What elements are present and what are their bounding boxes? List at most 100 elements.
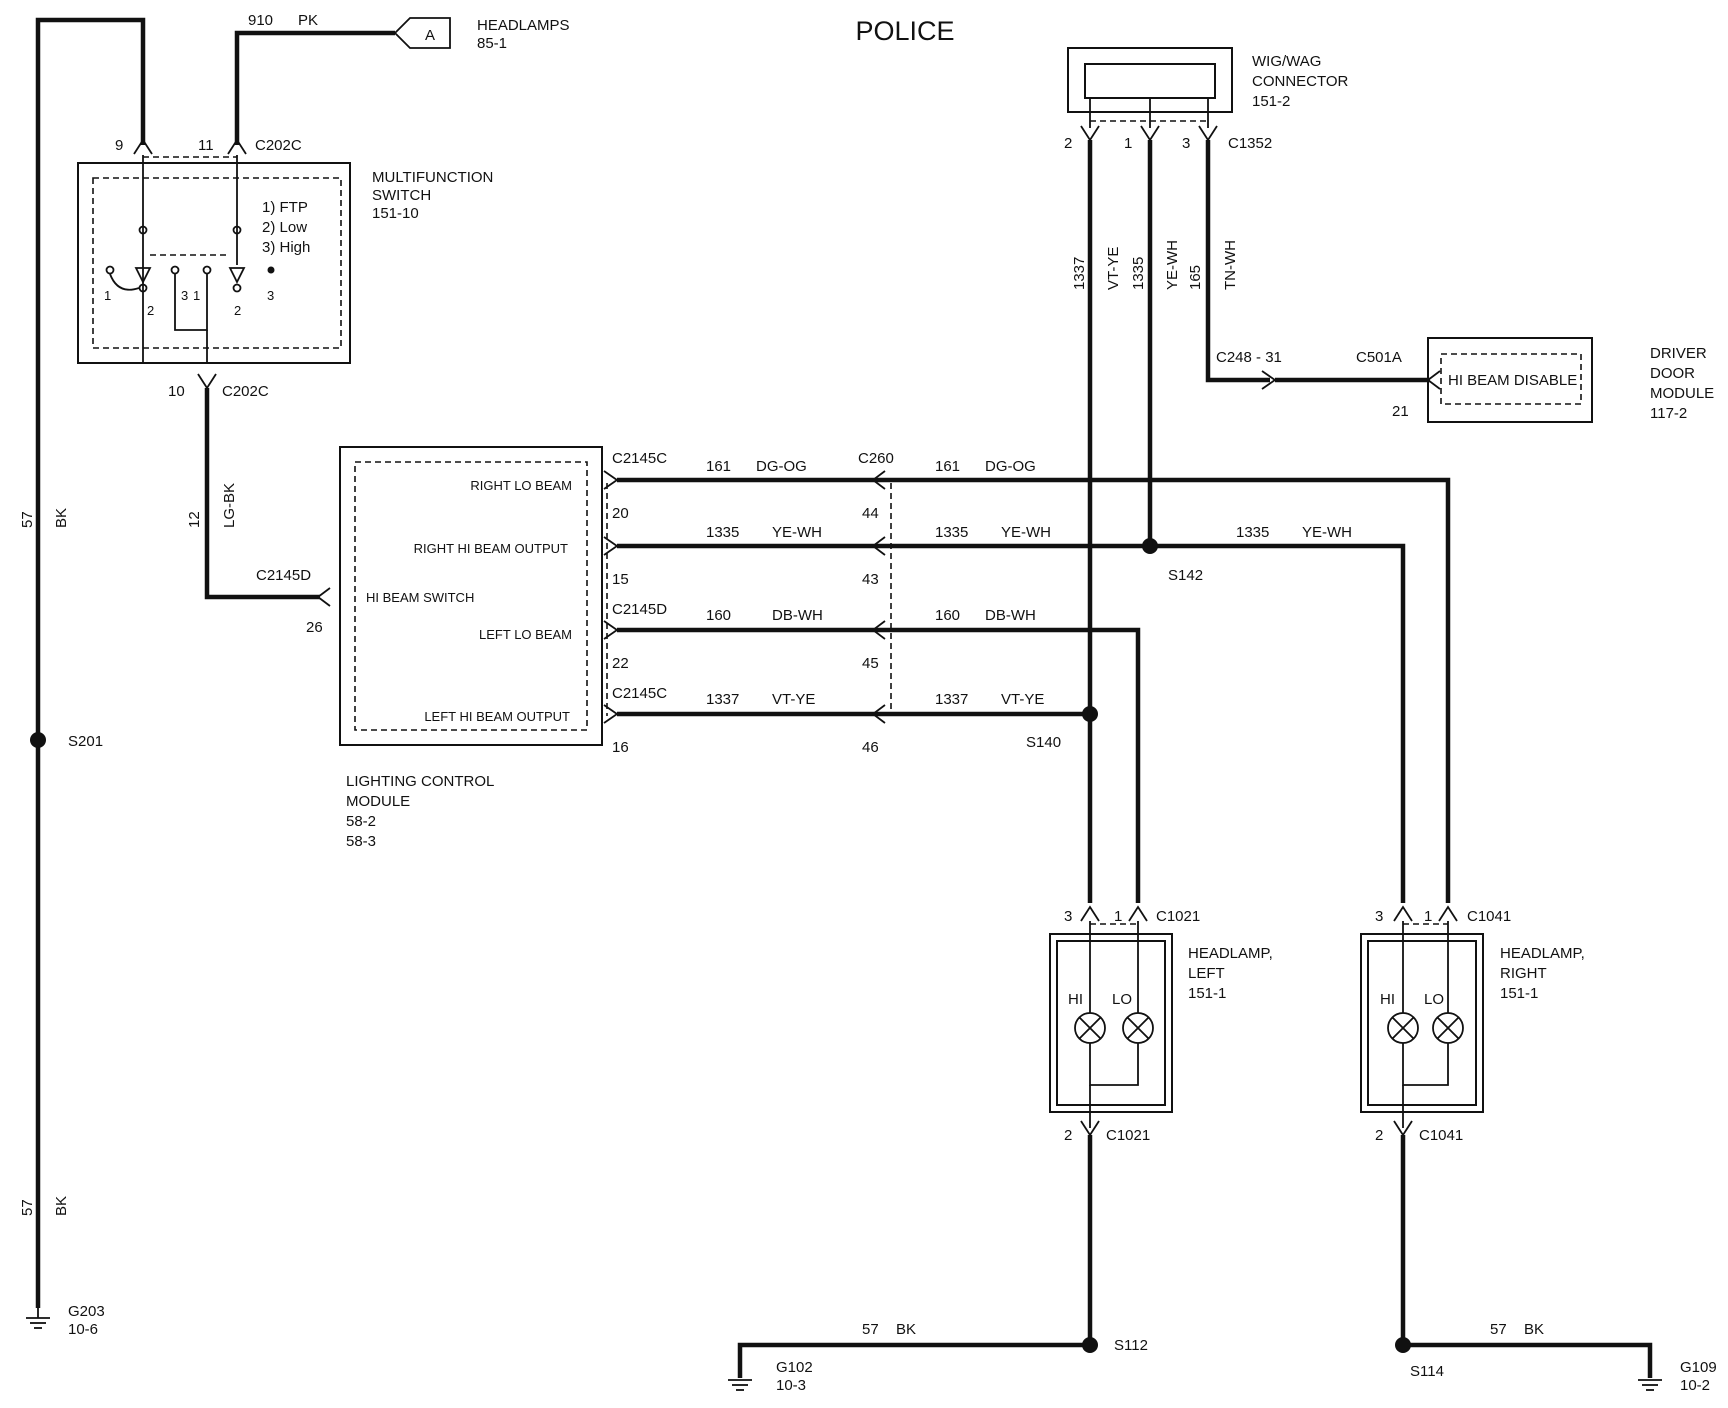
svg-text:161: 161 <box>935 458 960 475</box>
svg-text:VT-YE: VT-YE <box>772 691 815 708</box>
pin-21-label: 21 <box>1392 403 1409 420</box>
pin-22-label: 22 <box>612 655 629 672</box>
headlamp-left-name-2: LEFT <box>1188 965 1225 982</box>
ground-g203-label: G203 <box>68 1303 105 1320</box>
pin-11-label: 11 <box>198 137 214 154</box>
svg-text:161: 161 <box>706 458 731 475</box>
lighting-control-module: RIGHT LO BEAM RIGHT HI BEAM OUTPUT LEFT … <box>339 446 894 850</box>
lamp-lo-left: LO <box>1112 991 1132 1008</box>
lcm-right-hi-beam-output: RIGHT HI BEAM OUTPUT <box>414 541 568 556</box>
diagram-title: POLICE <box>855 16 954 46</box>
pin-20-label: 20 <box>612 505 629 522</box>
wire-160-db-wh: 160 DB-WH 160 DB-WH <box>603 607 1141 903</box>
pin-16-label: 16 <box>612 739 629 756</box>
svg-text:3: 3 <box>181 288 188 303</box>
wire-161-dg-og: 161 DG-OG 161 DG-OG <box>603 458 1451 903</box>
svg-text:2: 2 <box>1375 1127 1383 1144</box>
multifunction-switch: 9 11 C202C 1 2 3 1 2 3 1) FTP 2) Low 3) … <box>77 137 493 400</box>
wire-910-pk <box>234 30 395 145</box>
svg-text:2: 2 <box>1064 1127 1072 1144</box>
position-ftp: 1) FTP <box>262 199 308 216</box>
c2145c-label-top: C2145C <box>612 450 667 467</box>
c2145c-label-bottom: C2145C <box>612 685 667 702</box>
pin-10-label: 10 <box>168 383 185 400</box>
lcm-name-2: MODULE <box>346 793 410 810</box>
splice-s201 <box>30 732 46 748</box>
svg-text:YE-WH: YE-WH <box>1001 524 1051 541</box>
headlamp-right-name-2: RIGHT <box>1500 965 1547 982</box>
wire-57-color-label-lower: BK <box>53 1196 70 1216</box>
switch-inner-dash <box>92 177 342 349</box>
splice-s140-label: S140 <box>1026 734 1061 751</box>
wire-57-color-label: BK <box>53 508 70 528</box>
lcm-right-lo-beam: RIGHT LO BEAM <box>470 478 572 493</box>
svg-text:VT-YE: VT-YE <box>1001 691 1044 708</box>
pin-11-connector-icon <box>227 138 247 155</box>
connector-c202c-bottom: C202C <box>222 383 269 400</box>
switch-name-2: SWITCH <box>372 187 431 204</box>
svg-text:BK: BK <box>1524 1321 1544 1338</box>
svg-text:3: 3 <box>1064 908 1072 925</box>
svg-text:TN-WH: TN-WH <box>1222 240 1239 290</box>
c260-label: C260 <box>858 450 894 467</box>
splice-s112 <box>1082 1337 1098 1353</box>
wig-wag-inner <box>1084 63 1216 99</box>
offpage-letter: A <box>425 27 435 44</box>
c260-pin-44: 44 <box>862 505 879 522</box>
svg-text:1335: 1335 <box>935 524 968 541</box>
ground-wire-g109: S114 57 BK G109 10-2 <box>1395 1135 1717 1394</box>
ddm-page: 117-2 <box>1650 405 1687 422</box>
wire-12-color: LG-BK <box>221 483 238 528</box>
headlamp-left-name: HEADLAMP, <box>1188 945 1273 962</box>
switch-outer-box <box>77 162 351 364</box>
wig-wag-page: 151-2 <box>1252 93 1290 110</box>
headlamp-right-name: HEADLAMP, <box>1500 945 1585 962</box>
wire-165-tn-wh <box>1205 140 1270 383</box>
wire-910-circuit: 910 <box>248 12 273 29</box>
lcm-name: LIGHTING CONTROL <box>346 773 494 790</box>
c260-pin-43: 43 <box>862 571 879 588</box>
c2145d-input-icon <box>316 587 331 607</box>
svg-text:57: 57 <box>1490 1321 1507 1338</box>
c2145d-input-label: C2145D <box>256 567 311 584</box>
driver-door-module: C248 - 31 C501A 21 HI BEAM DISABLE DRIVE… <box>1216 337 1714 423</box>
wire-12-lg-bk: 12 LG-BK C2145D 26 <box>186 388 331 636</box>
c1352-label: C1352 <box>1228 135 1272 152</box>
ground-g102-label: G102 <box>776 1359 813 1376</box>
ground-symbol-g203 <box>26 1308 50 1329</box>
headlamps-reference: A HEADLAMPS 85-1 910 PK <box>234 12 570 145</box>
lamp-hi-right: HI <box>1380 991 1395 1008</box>
svg-text:1337: 1337 <box>706 691 739 708</box>
svg-text:1: 1 <box>104 288 111 303</box>
position-high: 3) High <box>262 239 310 256</box>
wire-910-color: PK <box>298 12 318 29</box>
svg-text:1337: 1337 <box>1071 257 1088 290</box>
c1021-label-bottom: C1021 <box>1106 1127 1150 1144</box>
offpage-connector-a <box>393 17 451 49</box>
headlamp-left-page: 151-1 <box>1188 985 1226 1002</box>
svg-text:160: 160 <box>935 607 960 624</box>
ddm-name: DRIVER <box>1650 345 1707 362</box>
splice-s114-label: S114 <box>1410 1363 1444 1380</box>
c2145d-label: C2145D <box>612 601 667 618</box>
svg-text:VT-YE: VT-YE <box>1105 247 1122 290</box>
svg-text:1337: 1337 <box>935 691 968 708</box>
svg-text:1: 1 <box>1114 908 1122 925</box>
wig-wag-name: WIG/WAG <box>1252 53 1321 70</box>
svg-text:1: 1 <box>1424 908 1432 925</box>
position-low: 2) Low <box>262 219 307 236</box>
ground-wire-g203: S201 57 BK 57 BK G203 10-6 <box>19 17 146 1338</box>
svg-text:1335: 1335 <box>1130 257 1147 290</box>
splice-s142-label: S142 <box>1168 567 1203 584</box>
svg-text:3: 3 <box>267 288 274 303</box>
switch-name: MULTIFUNCTION <box>372 169 493 186</box>
svg-text:1: 1 <box>1124 135 1132 152</box>
ground-g109-page: 10-2 <box>1680 1377 1710 1394</box>
wire-57-circuit-label: 57 <box>19 511 36 528</box>
c1021-label-top: C1021 <box>1156 908 1200 925</box>
svg-text:1: 1 <box>193 288 200 303</box>
ground-g203-page: 10-6 <box>68 1321 98 1338</box>
headlamps-ref-page: 85-1 <box>477 35 507 52</box>
headlamp-right-page: 151-1 <box>1500 985 1538 1002</box>
